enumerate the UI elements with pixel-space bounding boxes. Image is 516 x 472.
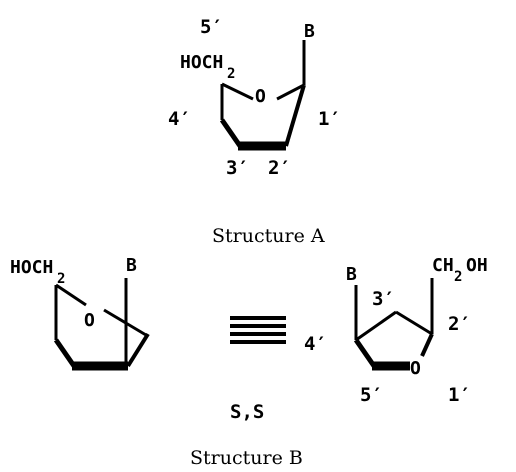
label-pos5-b-right: 5′ [360,384,383,406]
structure-b-right: B CH 2 OH 3′ 2′ 4′ 5′ O 1′ [304,255,488,406]
bond-left-c4-c3 [53,338,77,368]
label-ring-o-a: O [255,86,266,107]
label-ring-o-b-right: O [410,358,421,379]
bond-right-c4-c5 [353,338,377,368]
label-pos3-b-right: 3′ [372,288,395,310]
label-base-a: B [304,21,315,42]
label-pos1-b-right: 1′ [448,384,471,406]
label-ring-o-b-left: O [84,310,95,331]
label-pos4-a: 4′ [168,108,191,130]
label-sub2-b-left: 2 [57,271,65,287]
label-base-b-left: B [126,255,137,276]
label-hoch-a: HOCH [180,52,223,73]
label-pos5-a: 5′ [200,16,223,38]
bond-o-c1 [276,83,305,101]
label-pos2-a: 2′ [268,157,291,179]
caption-structure-a: Structure A [212,225,325,247]
bond-left-c2-c1 [126,332,150,368]
label-hoch-b-left: HOCH [10,257,53,278]
label-base-b-right: B [346,264,357,285]
bond-c4-c3 [219,118,243,148]
caption-structure-b: Structure B [190,447,303,469]
label-pos3-a: 3′ [226,157,249,179]
label-oh-b-right: OH [466,255,488,276]
bond-right-c3-c2 [395,310,433,336]
label-sub2-a: 2 [227,66,235,82]
label-pos4-b-right: 4′ [304,333,327,355]
bond-right-c4-c3 [355,310,397,342]
structure-b-left: HOCH 2 B O [10,255,150,371]
bond-c4-o [221,82,254,101]
label-pos2-b-right: 2′ [448,313,471,335]
label-sub2-b-right: 2 [454,269,462,285]
bond-c2-c1 [284,84,306,147]
bond-left-c4-o [55,283,87,307]
label-pos1-a: 1′ [318,108,341,130]
equivalence-symbol [230,316,286,344]
bond-right-o-c1 [420,333,434,357]
label-ch-b-right: CH [432,255,454,276]
structure-a: 5′ HOCH 2 B O 4′ 1′ 3′ 2′ Structure A [168,16,341,247]
label-stereo: S,S [230,401,264,423]
